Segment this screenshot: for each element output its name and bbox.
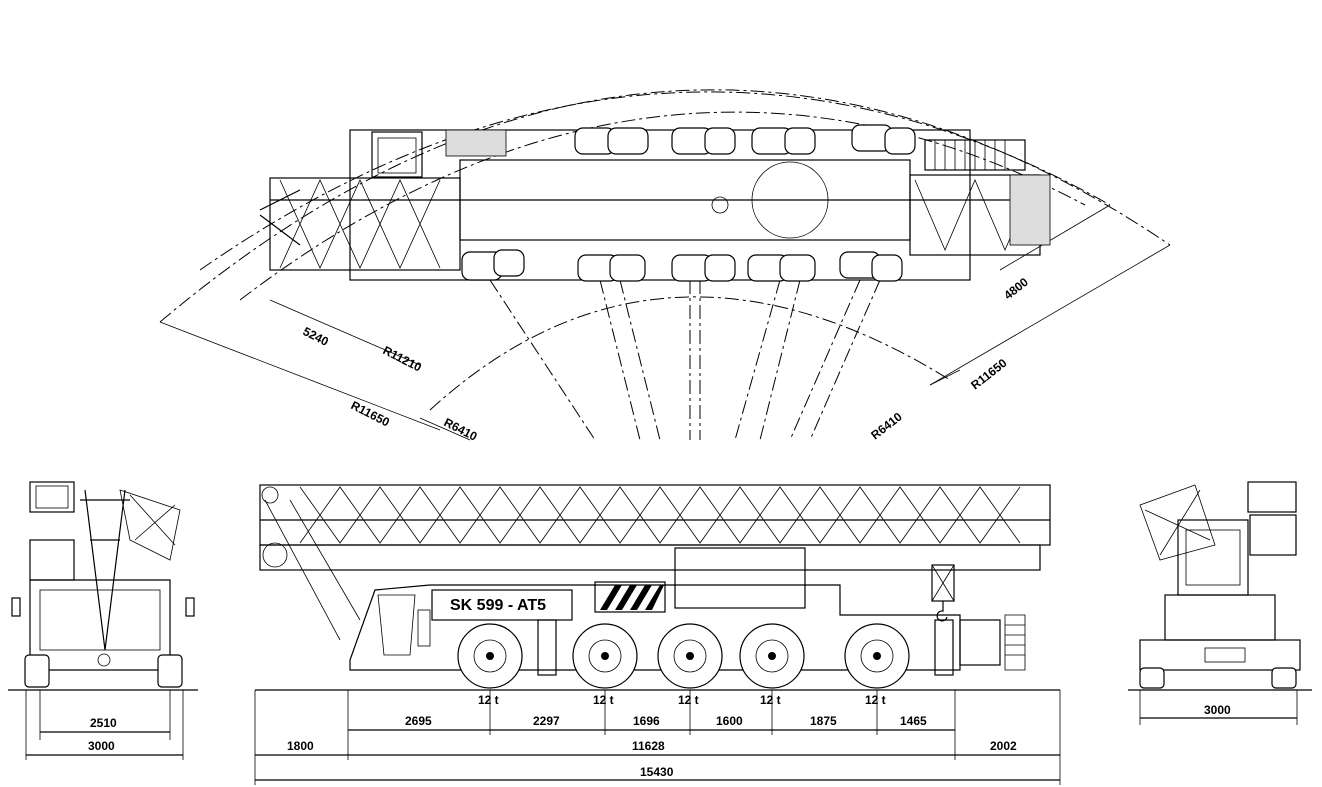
rear-overhang: 2002 — [990, 739, 1017, 753]
top-view: 5240 R11210 R11650 R6410 4800 R11650 R64… — [159, 89, 1171, 444]
radial-lines — [489, 279, 881, 441]
axle-load-1: 12 t — [478, 693, 499, 707]
arc-r11650-inner — [199, 91, 1111, 271]
front-view: 2510 3000 — [8, 481, 198, 760]
dim-4800: 4800 — [1001, 275, 1031, 303]
axle-spacing-6: 1465 — [900, 714, 927, 728]
overall-length: 15430 — [640, 765, 674, 779]
rear-outer-width: 3000 — [1204, 703, 1231, 717]
axle-load-4: 12 t — [760, 693, 781, 707]
wheelbase-total: 11628 — [632, 739, 665, 753]
dim-r6410-left: R6410 — [442, 415, 480, 444]
axle-load-2: 12 t — [593, 693, 614, 707]
dim-r11210: R11210 — [381, 343, 425, 374]
axle-spacing-2: 2297 — [533, 714, 560, 728]
dim-5240: 5240 — [301, 324, 331, 349]
boom-lattice-top — [259, 177, 461, 271]
front-overhang: 1800 — [287, 739, 314, 753]
side-wheels — [457, 623, 910, 689]
side-view: SK 599 - AT5 12 t 12 t 12 t 12 t 12 t — [254, 484, 1061, 785]
rear-view: 3000 — [1128, 481, 1312, 725]
front-inner-width: 2510 — [90, 716, 117, 730]
axle-load-5: 12 t — [865, 693, 886, 707]
axle-spacing-1: 2695 — [405, 714, 432, 728]
dim-r11650-right: R11650 — [968, 356, 1009, 393]
boom-lattice-side — [259, 484, 1051, 641]
model-label: SK 599 - AT5 — [450, 597, 546, 614]
dim-r6410-right: R6410 — [868, 409, 905, 442]
axle-spacing-3: 1696 — [633, 714, 660, 728]
axle-spacing-5: 1875 — [810, 714, 837, 728]
front-outer-width: 3000 — [88, 739, 115, 753]
axle-spacing-4: 1600 — [716, 714, 743, 728]
axle-load-3: 12 t — [678, 693, 699, 707]
arc-r11210 — [239, 111, 1086, 301]
top-tires — [461, 124, 916, 282]
arc-r6410 — [429, 296, 951, 411]
hook-block — [931, 564, 955, 622]
